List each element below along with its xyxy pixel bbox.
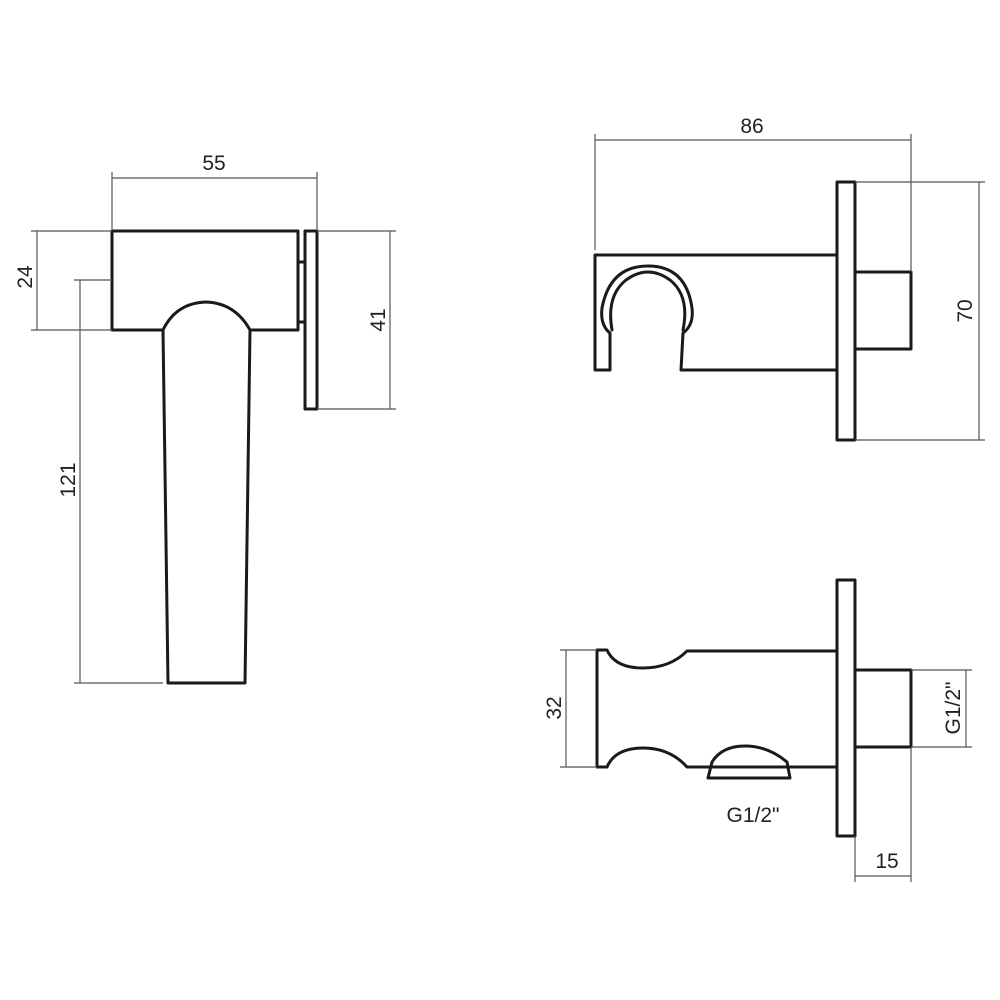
holder-cradle-inner (609, 270, 687, 332)
dimension-inlet-thread: G1/2" (911, 669, 972, 748)
holder-side-view: 86 70 (593, 115, 985, 442)
holder-inlet-thread-label: G1/2" (942, 682, 965, 735)
dimension-handle-length-121: 121 (57, 279, 163, 684)
dimension-length-86: 86 (594, 115, 912, 272)
holder-outlet-nozzle (706, 744, 792, 780)
spray-head-handle (161, 328, 252, 685)
dimension-plate-height-41: 41 (317, 230, 396, 410)
spray-head-view: 55 24 41 121 (14, 152, 396, 685)
spray-head-height-label: 24 (14, 265, 37, 289)
spray-head-body (110, 229, 300, 332)
holder-thread-length-label: 15 (875, 850, 898, 873)
dimension-height-70: 70 (855, 181, 985, 441)
spray-head-width-label: 55 (202, 152, 225, 175)
holder-connection-wall-plate (835, 578, 857, 838)
holder-connection-body (595, 648, 839, 769)
holder-outlet-thread-label: G1/2" (727, 804, 780, 827)
holder-diameter-label: 32 (543, 696, 566, 719)
dimension-thread-length-15: 15 (854, 747, 912, 882)
spray-head-handle-length-label: 121 (57, 462, 80, 497)
holder-side-thread (853, 270, 913, 351)
holder-height-label: 70 (954, 299, 977, 322)
dimension-head-height-24: 24 (14, 230, 112, 331)
holder-side-wall-plate (835, 180, 857, 442)
spray-head-connector (296, 260, 307, 324)
spray-head-mount-plate (303, 229, 319, 411)
dimension-width-55: 55 (111, 152, 318, 231)
holder-connection-view: 32 G1/2" G1/2" 15 (543, 578, 972, 882)
spray-head-plate-height-label: 41 (367, 308, 390, 331)
holder-length-label: 86 (740, 115, 763, 138)
holder-side-body (593, 253, 839, 372)
holder-connection-thread (853, 668, 913, 749)
dimension-diameter-32: 32 (543, 649, 597, 768)
